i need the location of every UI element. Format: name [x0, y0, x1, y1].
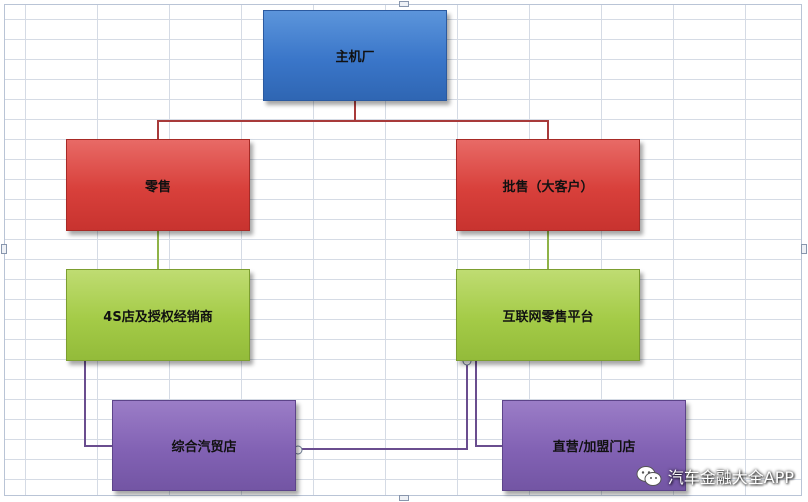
node-manufacturer-label: 主机厂 — [335, 50, 375, 65]
connector-platform-to-direct-store — [475, 361, 502, 447]
node-retail-label: 零售 — [144, 179, 171, 195]
connector-dealer-to-auto-trade-store — [84, 361, 112, 447]
connector-manufacturer-to-wholesale — [355, 120, 549, 139]
node-auto-trade-store-label: 综合汽贸店 — [171, 440, 237, 455]
node-direct-franchise-store[interactable]: 直营/加盟门店 — [502, 400, 686, 491]
connector-manufacturer-to-branches — [157, 101, 356, 139]
node-auto-trade-store[interactable]: 综合汽贸店 — [112, 400, 296, 491]
node-wholesale[interactable]: 批售（大客户） — [456, 139, 640, 231]
node-manufacturer[interactable]: 主机厂 — [263, 10, 447, 101]
wechat-icon — [636, 465, 662, 487]
watermark-text: 汽车金融大全APP — [667, 468, 794, 487]
node-4s-dealer-label: 4S店及授权经销商 — [103, 309, 213, 325]
node-wholesale-label: 批售（大客户） — [502, 179, 594, 195]
node-internet-platform[interactable]: 互联网零售平台 — [456, 269, 640, 361]
node-retail[interactable]: 零售 — [66, 139, 250, 231]
node-4s-dealer[interactable]: 4S店及授权经销商 — [66, 269, 250, 361]
connector-platform-to-auto-trade-store — [298, 361, 468, 450]
watermark: 汽车金融大全APP — [636, 464, 794, 488]
node-internet-platform-label: 互联网零售平台 — [502, 309, 594, 325]
resize-handle-bottom[interactable] — [399, 495, 409, 501]
resize-handle-top[interactable] — [399, 1, 409, 7]
node-direct-franchise-store-label: 直营/加盟门店 — [552, 440, 636, 455]
resize-handle-left[interactable] — [1, 244, 7, 254]
resize-handle-right[interactable] — [801, 244, 807, 254]
